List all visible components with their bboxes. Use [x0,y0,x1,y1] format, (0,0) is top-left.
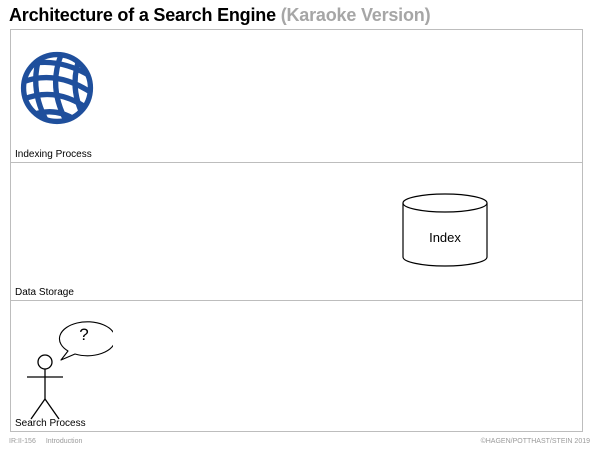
title-main: Architecture of a Search Engine [9,5,276,25]
question-mark: ? [79,325,89,344]
indexing-process-label: Indexing Process [15,149,92,160]
title-subtitle: (Karaoke Version) [280,5,431,25]
search-process-panel: ? Search Process [10,300,583,432]
search-process-label: Search Process [15,418,86,429]
speech-bubble-icon [58,321,113,361]
slide-title: Architecture of a Search Engine (Karaoke… [9,5,431,26]
globe-icon [20,51,94,125]
data-storage-label: Data Storage [15,287,74,298]
user-icon [27,354,63,420]
indexing-process-panel: Indexing Process [10,29,583,163]
footer-left: IR:II-156 Introduction [9,438,82,445]
slide-number: IR:II-156 [9,438,36,445]
copyright: ©HAGEN/POTTHAST/STEIN 2019 [480,438,590,445]
data-storage-panel: Index Data Storage [10,162,583,301]
section-name: Introduction [45,438,83,445]
index-label: Index [429,230,461,245]
database-icon [402,193,488,267]
